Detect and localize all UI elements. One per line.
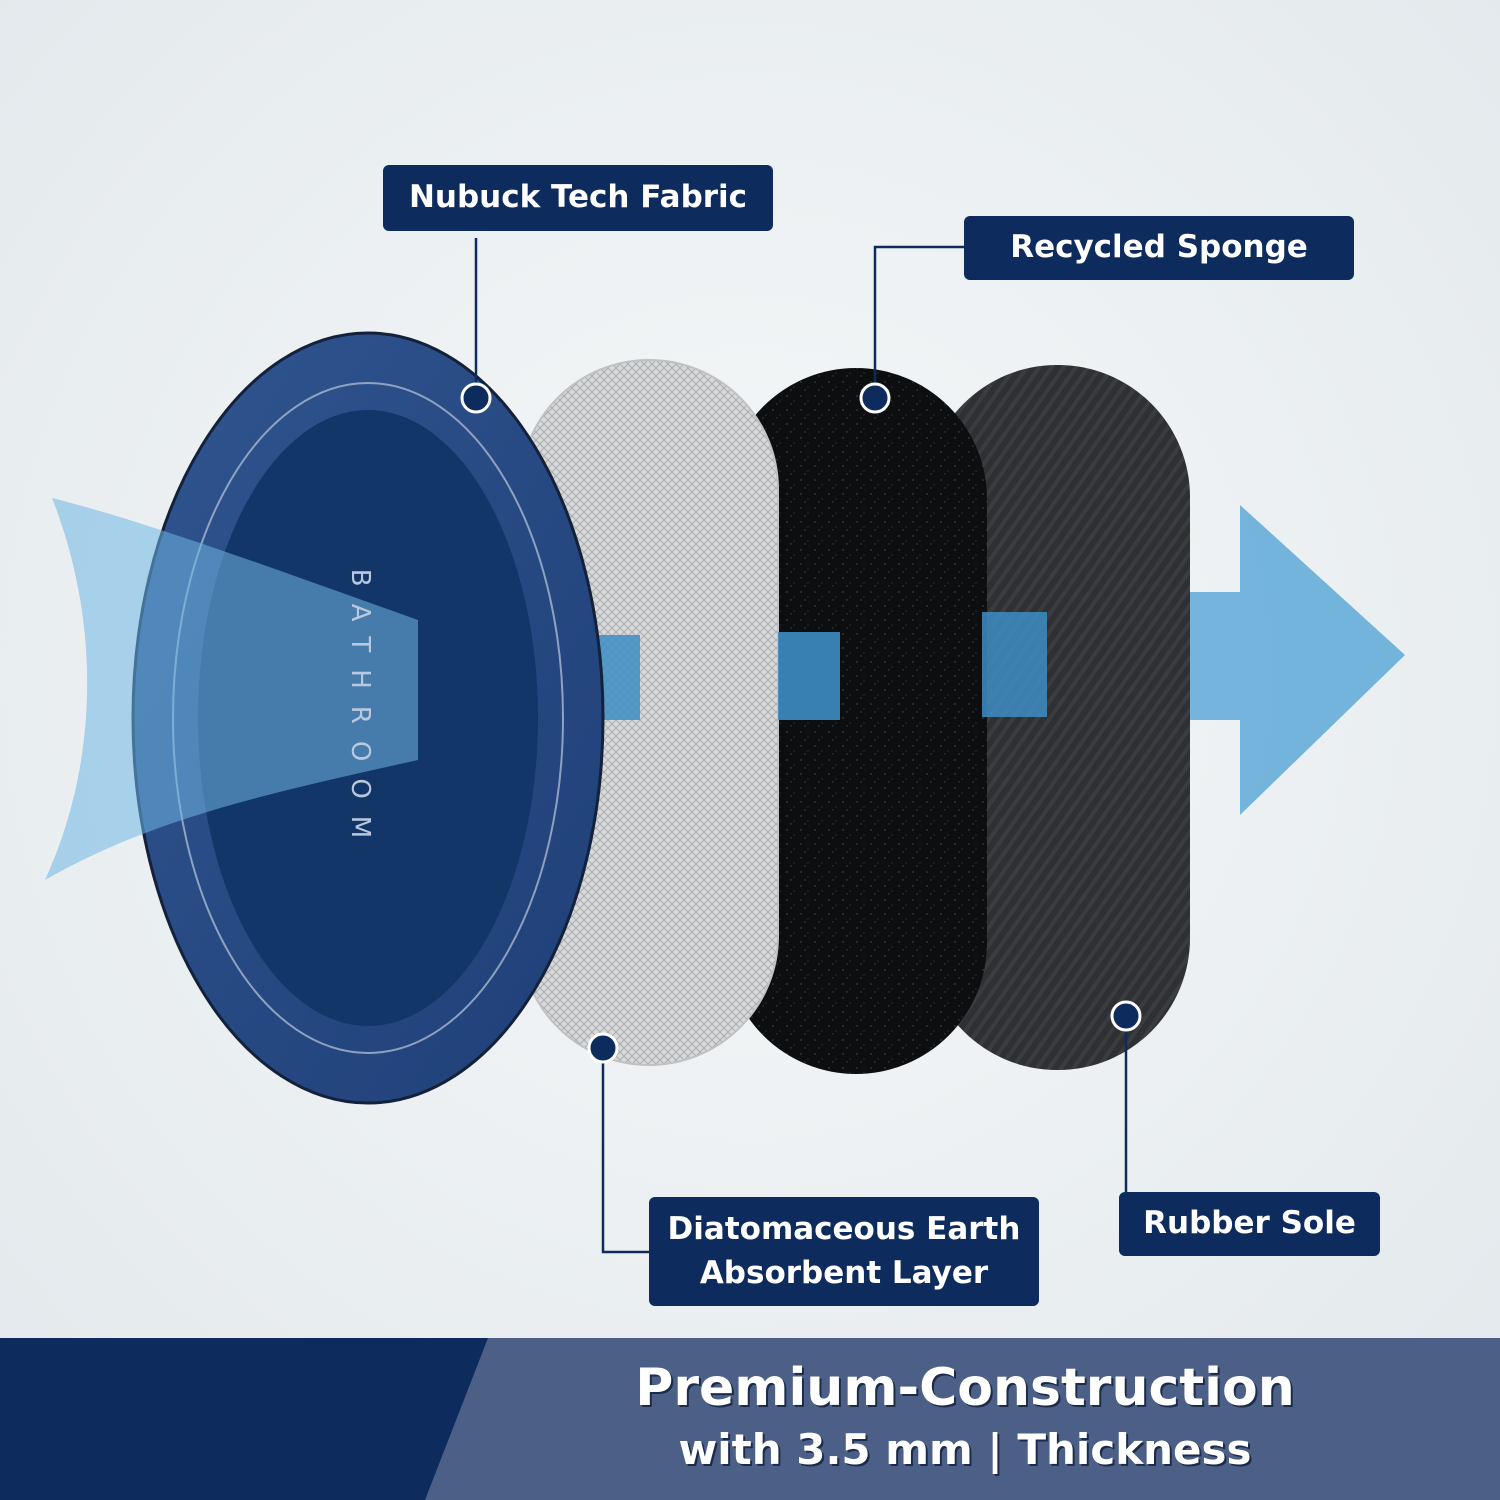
- flow-arrow-left: [45, 498, 418, 880]
- layer-rubber-sole: [925, 365, 1190, 1070]
- callout-dot-icon: [1110, 1000, 1142, 1032]
- callout-label-line2: Absorbent Layer: [699, 1254, 989, 1291]
- callout-dot-icon: [859, 382, 891, 414]
- callout-dot-icon: [587, 1032, 619, 1064]
- callout-label: Recycled Sponge: [1010, 229, 1308, 266]
- callout-label-line1: Diatomaceous Earth: [667, 1211, 1021, 1248]
- flow-segment: [982, 612, 1047, 717]
- connector-diatomaceous: [601, 1050, 650, 1254]
- callout-nubuck-tech-fabric: Nubuck Tech Fabric: [383, 165, 773, 231]
- callout-diatomaceous-earth: Diatomaceous Earth Absorbent Layer: [649, 1197, 1039, 1306]
- mat-print-text: BATHROOM: [345, 569, 375, 855]
- arrow-right-icon: [1185, 505, 1405, 815]
- footer-band-dark: [0, 1338, 488, 1500]
- layer-recycled-sponge: [725, 368, 987, 1074]
- callout-dot-icon: [460, 382, 492, 414]
- callout-label: Nubuck Tech Fabric: [408, 179, 748, 216]
- callout-recycled-sponge: Recycled Sponge: [964, 216, 1354, 280]
- footer-headline: Premium-Construction: [635, 1358, 1295, 1418]
- callout-label: Rubber Sole: [1143, 1205, 1356, 1242]
- connector-sponge: [873, 245, 965, 398]
- callout-rubber-sole: Rubber Sole: [1119, 1192, 1380, 1256]
- footer-subline: with 3.5 mm | Thickness: [678, 1425, 1252, 1474]
- flow-segment: [778, 632, 840, 720]
